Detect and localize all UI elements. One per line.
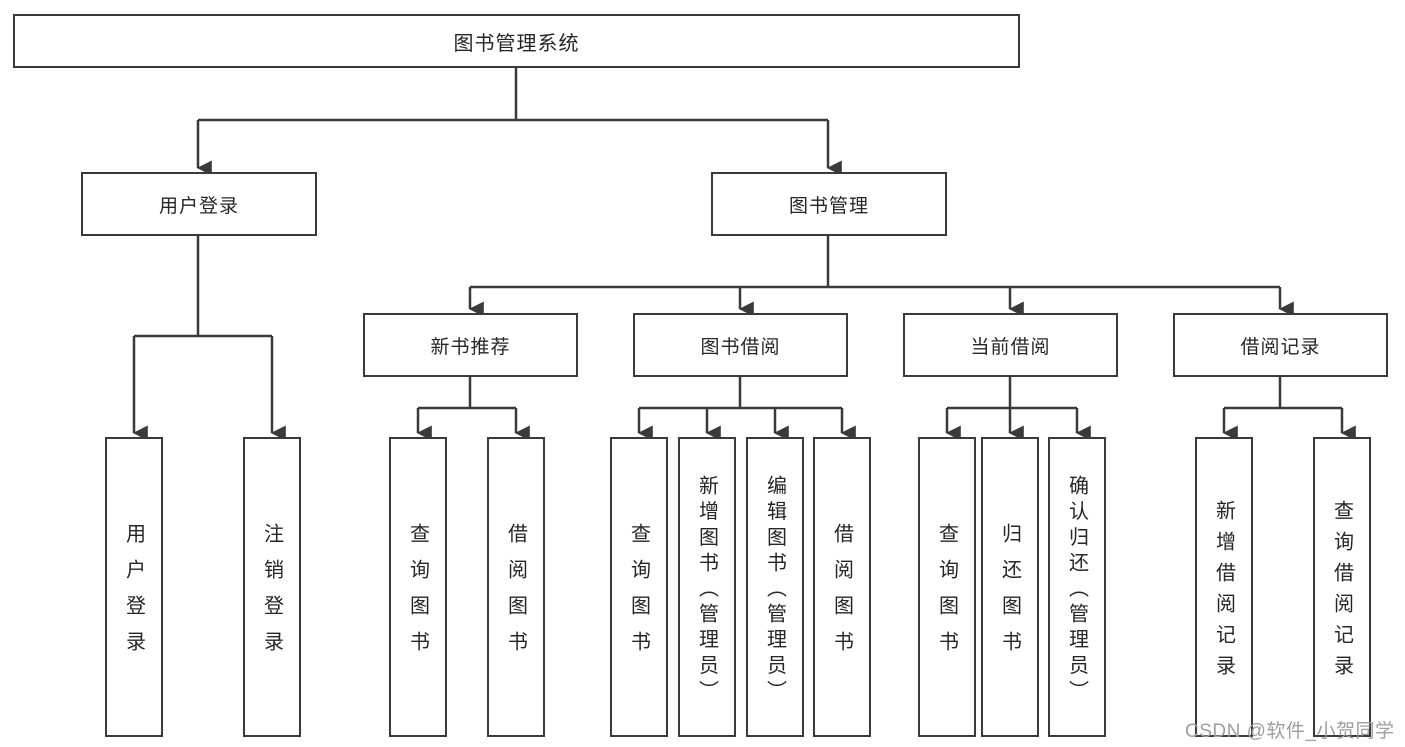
leaf-query-books-current: 查询图书 bbox=[918, 437, 976, 737]
node-borrow-records: 借阅记录 bbox=[1173, 313, 1388, 377]
leaf-borrow-books: 借阅图书 bbox=[813, 437, 871, 737]
leaf-label: 用户登录 bbox=[122, 523, 145, 667]
leaf-label: 注销登录 bbox=[260, 523, 283, 667]
node-label: 用户登录 bbox=[158, 195, 239, 217]
node-label: 图书管理 bbox=[788, 195, 869, 217]
leaf-label: 归还图书 bbox=[998, 523, 1021, 667]
node-label: 图书借阅 bbox=[700, 336, 781, 358]
leaf-user-login: 用户登录 bbox=[105, 437, 163, 737]
node-user-login-branch: 用户登录 bbox=[81, 172, 317, 236]
node-book-management-branch: 图书管理 bbox=[711, 172, 947, 236]
leaf-label: 查询图书 bbox=[627, 523, 650, 667]
leaf-query-books-recommend: 查询图书 bbox=[389, 437, 447, 737]
leaf-logout: 注销登录 bbox=[243, 437, 301, 737]
csdn-watermark: CSDN @软件_小贺同学 bbox=[1185, 721, 1395, 742]
leaf-label: 确认归还（管理员） bbox=[1065, 474, 1088, 705]
node-new-book-recommend: 新书推荐 bbox=[363, 313, 578, 377]
node-book-borrow: 图书借阅 bbox=[633, 313, 848, 377]
leaf-borrow-books-recommend: 借阅图书 bbox=[487, 437, 545, 737]
node-current-borrow: 当前借阅 bbox=[903, 313, 1118, 377]
leaf-query-books-borrow: 查询图书 bbox=[610, 437, 668, 737]
leaf-label: 新增借阅记录 bbox=[1212, 499, 1235, 686]
leaf-label: 编辑图书（管理员） bbox=[763, 474, 786, 705]
leaf-label: 新增图书（管理员） bbox=[695, 474, 718, 705]
node-root-label: 图书管理系统 bbox=[453, 32, 580, 55]
node-label: 当前借阅 bbox=[970, 336, 1051, 358]
leaf-label: 借阅图书 bbox=[830, 523, 853, 667]
leaf-label: 查询借阅记录 bbox=[1330, 499, 1353, 686]
leaf-edit-books-admin: 编辑图书（管理员） bbox=[746, 437, 804, 737]
leaf-query-borrow-record: 查询借阅记录 bbox=[1313, 437, 1371, 737]
leaf-label: 查询图书 bbox=[406, 523, 429, 667]
leaf-add-borrow-record: 新增借阅记录 bbox=[1195, 437, 1253, 737]
leaf-return-books: 归还图书 bbox=[981, 437, 1039, 737]
node-label: 借阅记录 bbox=[1240, 336, 1321, 358]
leaf-add-books-admin: 新增图书（管理员） bbox=[678, 437, 736, 737]
leaf-confirm-return-admin: 确认归还（管理员） bbox=[1048, 437, 1106, 737]
node-root-system: 图书管理系统 bbox=[13, 14, 1020, 68]
node-label: 新书推荐 bbox=[430, 336, 511, 358]
leaf-label: 借阅图书 bbox=[504, 523, 527, 667]
leaf-label: 查询图书 bbox=[935, 523, 958, 667]
